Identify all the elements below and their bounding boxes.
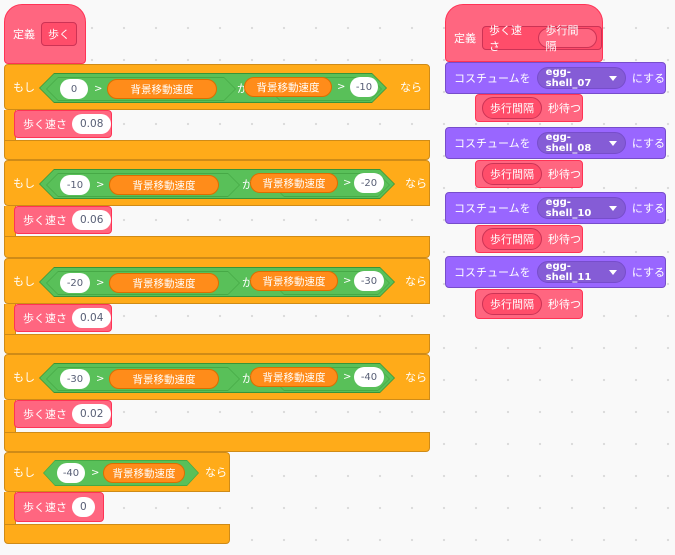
then-label: なら (205, 466, 227, 479)
gt-sign: > (94, 83, 103, 95)
number-input[interactable]: -20 (60, 273, 90, 293)
variable-bg-speed[interactable]: 背景移動速度 (109, 273, 219, 293)
if-1-bottom-arm (4, 140, 430, 160)
if-4-bottom-arm (4, 432, 430, 452)
set-speed-block-1[interactable]: 歩く速さ 0.08 (14, 110, 112, 138)
define-walk-speed-hat[interactable]: 定義 歩く速さ 歩行間隔 (445, 4, 603, 62)
gt-operator-2a[interactable]: -10 > 背景移動速度 (46, 173, 240, 197)
speed-input[interactable]: 0 (72, 497, 95, 517)
and-operator-3[interactable]: -20 > 背景移動速度 かつ (39, 267, 395, 297)
speed-input[interactable]: 0.08 (72, 114, 112, 134)
gt-sign: > (96, 373, 105, 385)
variable-bg-speed[interactable]: 背景移動速度 (250, 173, 338, 193)
if-3-bottom-arm (4, 334, 430, 354)
switch-costume-3[interactable]: コスチュームを egg-shell_10 にする (445, 192, 666, 224)
gt-operator-4a[interactable]: -30 > 背景移動速度 (46, 367, 240, 391)
variable-bg-speed[interactable]: 背景移動速度 (107, 79, 217, 99)
variable-bg-speed[interactable]: 背景移動速度 (109, 175, 219, 195)
number-input[interactable]: -10 (60, 175, 90, 195)
wait-param[interactable]: 歩行間隔 (482, 228, 542, 250)
number-input[interactable]: -40 (57, 463, 85, 483)
define-label: 定義 (454, 32, 476, 45)
chevron-down-icon (608, 269, 617, 275)
variable-bg-speed[interactable]: 背景移動速度 (109, 369, 219, 389)
gt-operator-5[interactable]: -40 > 背景移動速度 (43, 460, 199, 486)
chevron-down-icon (608, 75, 617, 81)
if-label: もし (13, 177, 35, 190)
set-speed-block-3[interactable]: 歩く速さ 0.04 (14, 304, 112, 332)
if-label: もし (13, 466, 35, 479)
variable-bg-speed[interactable]: 背景移動速度 (250, 271, 338, 291)
chevron-down-icon (608, 140, 617, 146)
switch-costume-4[interactable]: コスチュームを egg-shell_11 にする (445, 256, 666, 288)
define-label: 定義 (13, 28, 35, 41)
switch-costume-1[interactable]: コスチュームを egg-shell_07 にする (445, 62, 666, 94)
param-step-interval[interactable]: 歩行間隔 (537, 24, 597, 53)
costume-dropdown[interactable]: egg-shell_10 (536, 197, 626, 219)
wait-block-3[interactable]: 歩行間隔 秒待つ (475, 225, 583, 253)
wait-block-4[interactable]: 歩行間隔 秒待つ (475, 289, 583, 319)
number-input[interactable]: 0 (60, 79, 88, 99)
if-block-5[interactable]: もし -40 > 背景移動速度 なら (4, 452, 230, 492)
looks-spine (445, 94, 475, 256)
speed-input[interactable]: 0.04 (72, 308, 112, 328)
chevron-down-icon (608, 205, 617, 211)
switch-costume-2[interactable]: コスチュームを egg-shell_08 にする (445, 127, 666, 159)
then-label: なら (400, 81, 422, 94)
variable-bg-speed[interactable]: 背景移動速度 (250, 367, 338, 387)
if-label: もし (13, 81, 35, 94)
gt-operator-3a[interactable]: -20 > 背景移動速度 (46, 271, 240, 295)
number-input[interactable]: -10 (350, 77, 378, 97)
wait-block-2[interactable]: 歩行間隔 秒待つ (475, 160, 583, 188)
if-block-2[interactable]: もし -10 > 背景移動速度 かつ なら (4, 160, 430, 206)
proc-name-walk-speed[interactable]: 歩く速さ 歩行間隔 (482, 24, 602, 53)
costume-dropdown[interactable]: egg-shell_07 (536, 67, 626, 89)
then-label: なら (405, 275, 427, 288)
number-input[interactable]: -40 (354, 367, 384, 387)
wait-param[interactable]: 歩行間隔 (482, 97, 542, 119)
gt-sign: > (337, 81, 346, 93)
wait-block-1[interactable]: 歩行間隔 秒待つ (475, 94, 583, 122)
define-walk-hat[interactable]: 定義 歩く (4, 4, 86, 64)
number-input[interactable]: -30 (354, 271, 384, 291)
wait-param[interactable]: 歩行間隔 (482, 163, 542, 185)
speed-input[interactable]: 0.02 (72, 404, 112, 424)
if-label: もし (13, 275, 35, 288)
wait-param[interactable]: 歩行間隔 (482, 293, 542, 315)
gt-sign: > (96, 277, 105, 289)
then-label: なら (405, 177, 427, 190)
gt-sign: > (343, 177, 352, 189)
set-speed-block-5[interactable]: 歩く速さ 0 (14, 492, 104, 522)
number-input[interactable]: -30 (60, 369, 90, 389)
costume-dropdown[interactable]: egg-shell_11 (536, 261, 626, 283)
variable-bg-speed[interactable]: 背景移動速度 (244, 77, 332, 97)
and-operator-2[interactable]: -10 > 背景移動速度 かつ (39, 169, 395, 199)
proc-name-walk[interactable]: 歩く (41, 22, 77, 46)
gt-sign: > (343, 275, 352, 287)
and-operator-4[interactable]: -30 > 背景移動速度 かつ (39, 363, 395, 393)
if-2-bottom-arm (4, 236, 430, 258)
gt-sign: > (343, 371, 352, 383)
if-label: もし (13, 371, 35, 384)
speed-input[interactable]: 0.06 (72, 210, 112, 230)
if-5-bottom-arm (4, 524, 230, 544)
variable-bg-speed[interactable]: 背景移動速度 (103, 463, 185, 483)
set-speed-block-2[interactable]: 歩く速さ 0.06 (14, 206, 112, 234)
costume-dropdown[interactable]: egg-shell_08 (536, 132, 626, 154)
gt-sign: > (96, 179, 105, 191)
number-input[interactable]: -20 (354, 173, 384, 193)
then-label: なら (405, 371, 427, 384)
gt-sign: > (91, 467, 100, 479)
gt-operator-1a[interactable]: 0 > 背景移動速度 (46, 77, 236, 101)
set-speed-block-4[interactable]: 歩く速さ 0.02 (14, 400, 112, 428)
and-operator-1[interactable]: 0 > 背景移動速度 かつ 背景移動速度 (39, 73, 387, 103)
